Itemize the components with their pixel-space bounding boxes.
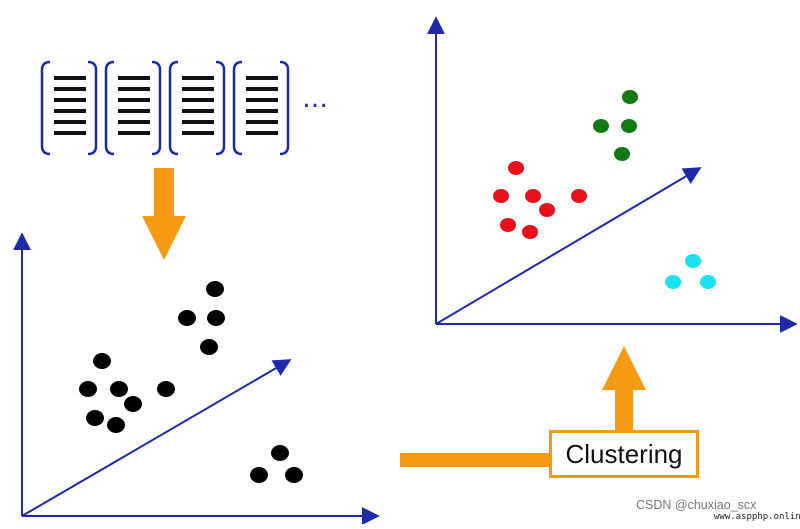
data-point (107, 417, 125, 433)
data-point (124, 396, 142, 412)
data-point (571, 189, 587, 203)
document-icon (232, 60, 290, 156)
data-point (79, 381, 97, 397)
more-documents-ellipsis: … (302, 84, 329, 114)
data-point (522, 225, 538, 239)
data-point (700, 275, 716, 289)
data-point (621, 119, 637, 133)
data-point (508, 161, 524, 175)
data-point (93, 353, 111, 369)
clustering-label: Clustering (565, 438, 683, 469)
data-point (250, 467, 268, 483)
site-watermark-text: www.aspphp.online (714, 512, 800, 522)
data-point (685, 254, 701, 268)
document-icon (168, 60, 226, 156)
cluster-green (593, 90, 638, 161)
document-stack (40, 60, 290, 156)
data-point (110, 381, 128, 397)
data-point (86, 410, 104, 426)
data-point (525, 189, 541, 203)
document-icon (104, 60, 162, 156)
up-arrow-icon (602, 346, 646, 432)
data-point (157, 381, 175, 397)
data-point (271, 445, 289, 461)
data-point (622, 90, 638, 104)
data-point (200, 339, 218, 355)
right-axes (427, 16, 798, 333)
clustering-label-box: Clustering (549, 430, 699, 478)
data-point (493, 189, 509, 203)
data-point (539, 203, 555, 217)
document-icon (40, 60, 98, 156)
clustering-connector (400, 453, 552, 467)
data-point (500, 218, 516, 232)
cluster-cyan (665, 254, 716, 289)
down-arrow-icon (142, 168, 186, 260)
data-point (285, 467, 303, 483)
data-point (207, 310, 225, 326)
data-point (665, 275, 681, 289)
cluster-red (493, 161, 587, 239)
unclustered-points (79, 281, 303, 483)
data-point (593, 119, 609, 133)
watermark-text: CSDN @chuxiao_scx (636, 498, 757, 512)
data-point (206, 281, 224, 297)
data-point (178, 310, 196, 326)
data-point (614, 147, 630, 161)
left-axes (12, 232, 380, 525)
